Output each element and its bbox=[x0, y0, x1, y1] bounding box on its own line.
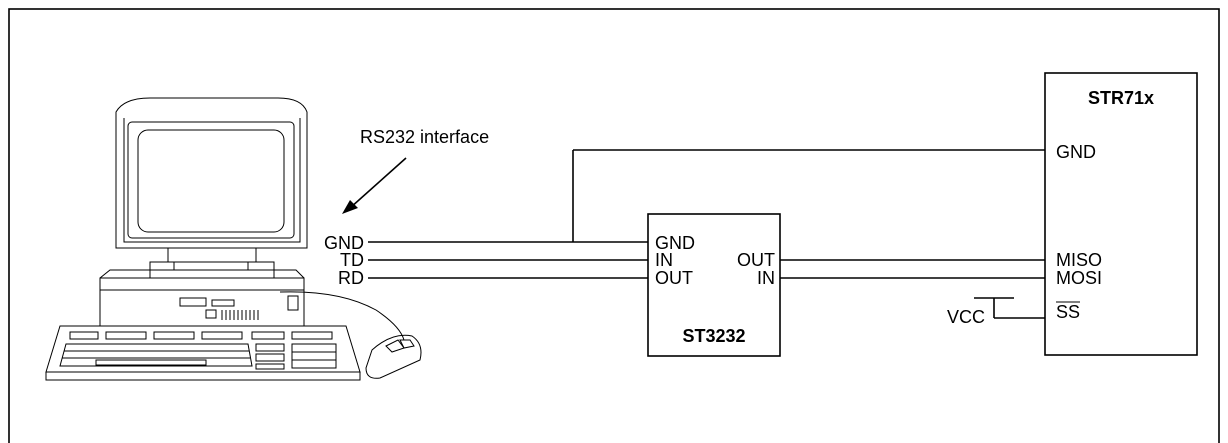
str71x-pin-miso: MISO bbox=[1056, 250, 1102, 270]
st3232-box bbox=[647, 213, 781, 357]
st3232-pin-out-left: OUT bbox=[655, 268, 693, 288]
st3232-pin-gnd: GND bbox=[655, 233, 695, 253]
str71x-pin-gnd: GND bbox=[1056, 142, 1096, 162]
pc-pin-td: TD bbox=[340, 250, 364, 270]
st3232-transceiver: GND IN OUT OUT IN ST3232 bbox=[647, 213, 781, 357]
keyboard-icon bbox=[45, 325, 361, 381]
desktop-computer-icon bbox=[99, 97, 308, 327]
pc-pin-gnd: GND bbox=[324, 233, 364, 253]
annotation-arrow bbox=[342, 157, 407, 214]
pc-pin-rd: RD bbox=[338, 268, 364, 288]
wires bbox=[368, 149, 1045, 319]
str71x-box bbox=[1044, 72, 1198, 356]
vent-slots bbox=[221, 310, 259, 320]
rs232-interface-label: RS232 interface bbox=[360, 127, 489, 147]
str71x-microcontroller: STR71x GND MISO MOSI SS bbox=[1044, 72, 1198, 356]
mouse-icon bbox=[279, 291, 422, 379]
str71x-pin-ss: SS bbox=[1056, 302, 1080, 322]
st3232-pin-out-right: OUT bbox=[737, 250, 775, 270]
st3232-pin-in-right: IN bbox=[757, 268, 775, 288]
str71x-pin-mosi: MOSI bbox=[1056, 268, 1102, 288]
str71x-name: STR71x bbox=[1088, 88, 1154, 108]
st3232-pin-in-left: IN bbox=[655, 250, 673, 270]
st3232-name: ST3232 bbox=[682, 326, 745, 346]
vcc-label: VCC bbox=[947, 307, 985, 327]
figure-border bbox=[8, 8, 1220, 443]
